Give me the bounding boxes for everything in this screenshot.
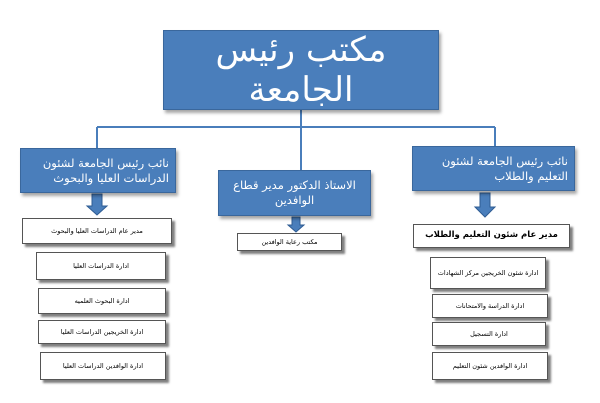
right-item-box: ادارة التسجيل [432, 322, 546, 346]
middle-item-label: مكتب رعاية الوافدين [261, 237, 318, 246]
vp-education-students-box: نائب رئيس الجامعة لشئون التعليم والطلاب [412, 146, 575, 191]
right-box-title: نائب رئيس الجامعة لشئون التعليم والطلاب [441, 153, 568, 183]
left-item-label: ادارة البحوث العلميه [74, 296, 130, 305]
connector-lines [96, 110, 496, 170]
left-box-title: نائب رئيس الجامعة لشئون الدراسات العليا … [42, 155, 169, 185]
down-arrow-middle [286, 216, 306, 233]
middle-item-box: مكتب رعاية الوافدين [237, 233, 342, 251]
left-item-box: ادارة الدراسات العليا [36, 252, 166, 280]
right-item-box: ادارة شئون الخريجين مركز الشهادات [430, 257, 546, 289]
right-item-label: ادارة الوافدين شئون التعليم [452, 361, 528, 370]
right-manager-label: مدير عام شئون التعليم والطلاب [425, 230, 558, 241]
university-president-office-box: مكتب رئيس الجامعة [163, 30, 439, 110]
middle-box-title: الاستاذ الدكتور مدير قطاع الوافدين [233, 178, 356, 207]
left-item-label: ادارة الدراسات العليا [73, 261, 129, 270]
left-item-label: ادارة الخريجين الدراسات العليا [60, 327, 144, 336]
left-manager-label: مدير عام الدراسات العليا والبحوث [51, 226, 143, 235]
right-item-box: ادارة الدراسة والامتحانات [432, 294, 548, 318]
right-item-box: ادارة الوافدين شئون التعليم [432, 352, 548, 380]
right-item-label: ادارة شئون الخريجين مركز الشهادات [437, 268, 539, 277]
left-item-box: ادارة البحوث العلميه [38, 288, 166, 314]
left-item-label: ادارة الوافدين الدراسات العليا [62, 361, 144, 370]
left-item-box: ادارة الخريجين الدراسات العليا [38, 320, 166, 344]
expatriates-sector-director-box: الاستاذ الدكتور مدير قطاع الوافدين [218, 170, 371, 216]
right-item-label: ادارة التسجيل [470, 329, 508, 338]
left-manager-box: مدير عام الدراسات العليا والبحوث [22, 218, 172, 244]
right-item-label: ادارة الدراسة والامتحانات [455, 301, 525, 310]
top-box-title: مكتب رئيس الجامعة [215, 30, 387, 110]
down-arrow-right [473, 192, 497, 218]
left-item-box: ادارة الوافدين الدراسات العليا [40, 352, 166, 380]
down-arrow-left [85, 193, 109, 216]
vp-graduate-studies-box: نائب رئيس الجامعة لشئون الدراسات العليا … [20, 148, 176, 193]
right-manager-box: مدير عام شئون التعليم والطلاب [413, 224, 570, 248]
